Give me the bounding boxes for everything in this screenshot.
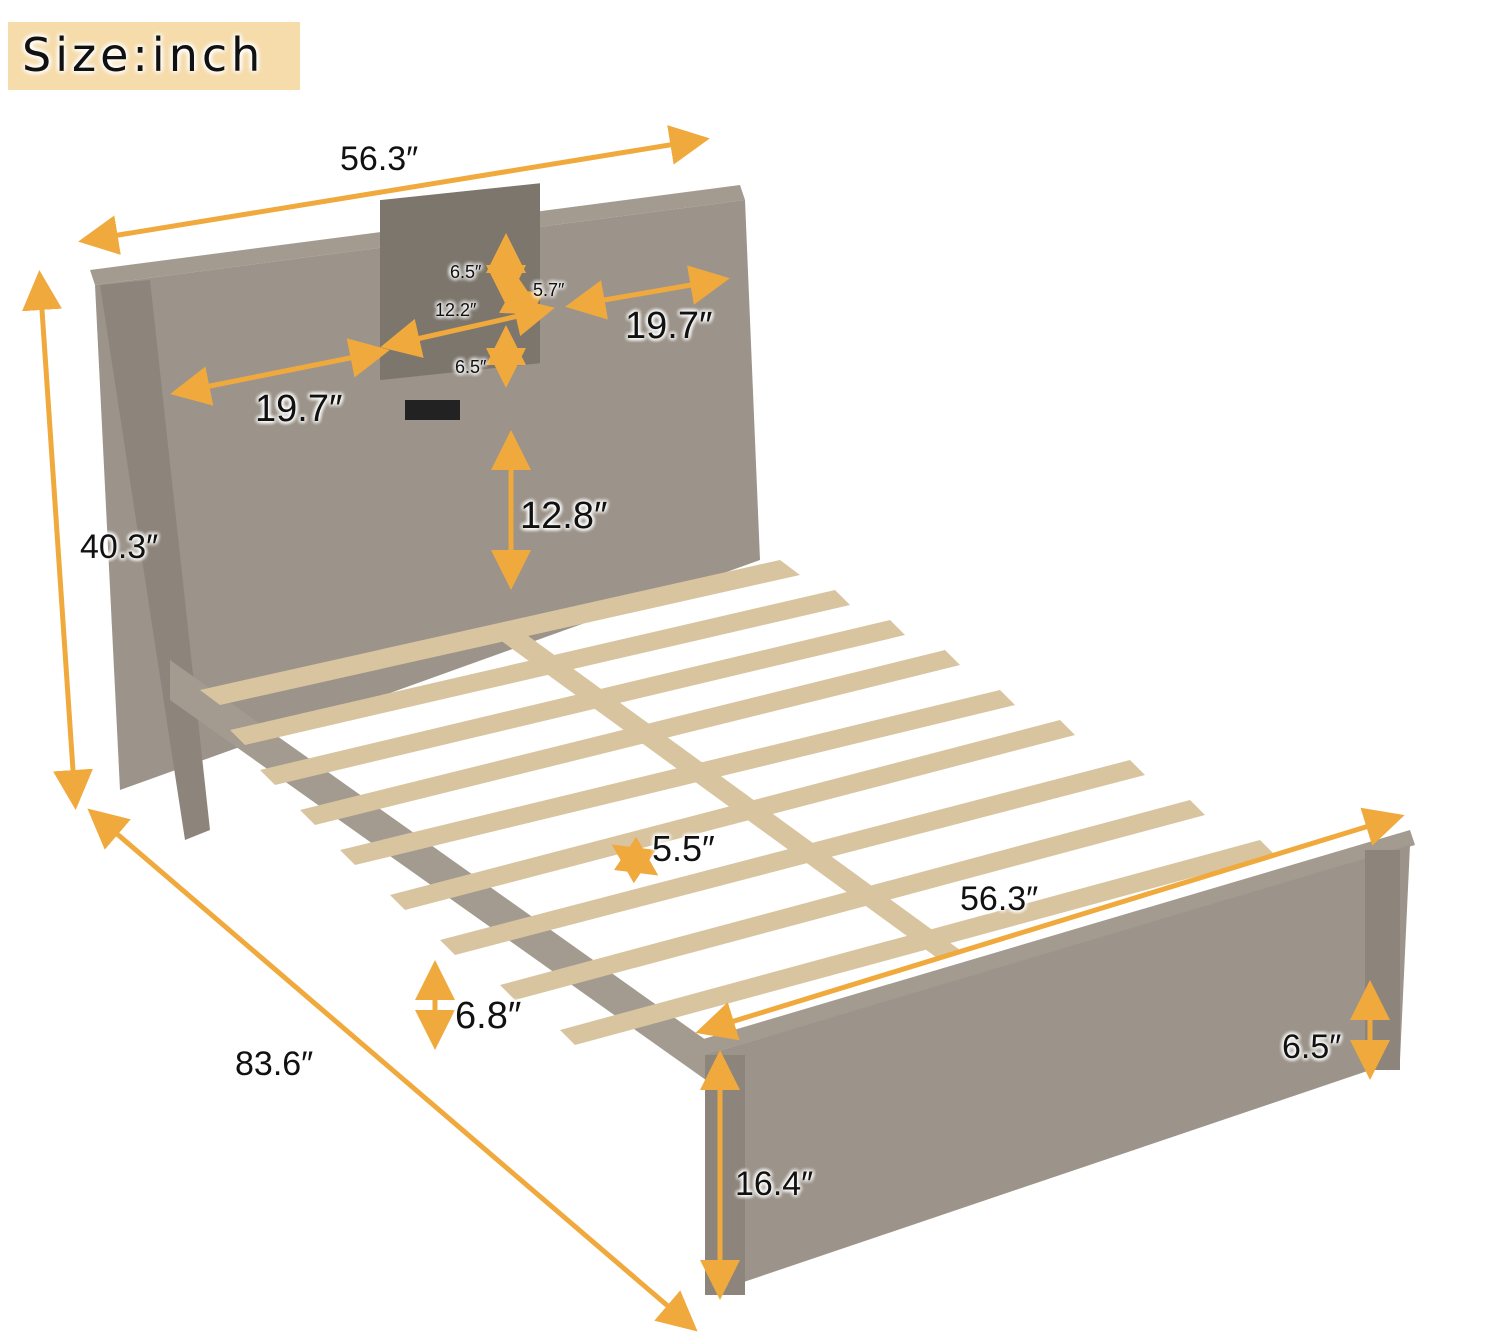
total-length-label: 83.6″ <box>235 1045 314 1083</box>
shelf-depth-label: 5.7″ <box>533 280 565 300</box>
headboard-clearance-label: 12.8″ <box>520 495 608 537</box>
footboard-height-label: 16.4″ <box>735 1165 814 1203</box>
headboard-width-label: 56.3″ <box>340 140 419 178</box>
total-height-label: 40.3″ <box>80 528 159 566</box>
side-rail-clearance-label: 6.8″ <box>455 995 522 1037</box>
shelf-height-top-label: 6.5″ <box>450 262 482 282</box>
footboard-width-label: 56.3″ <box>960 880 1039 918</box>
shelf-width-label: 12.2″ <box>435 300 477 320</box>
footboard-leg-height-label: 6.5″ <box>1282 1028 1342 1066</box>
size-unit-badge: Size:inch <box>8 22 300 90</box>
size-unit-label: Size:inch <box>22 28 265 82</box>
panel-width-left-label: 19.7″ <box>255 388 343 430</box>
shelf-height-bottom-label: 6.5″ <box>455 357 487 377</box>
dimension-arrows <box>22 125 1405 1332</box>
slat-gap-label: 5.5″ <box>652 828 715 869</box>
panel-width-right-label: 19.7″ <box>625 305 713 347</box>
